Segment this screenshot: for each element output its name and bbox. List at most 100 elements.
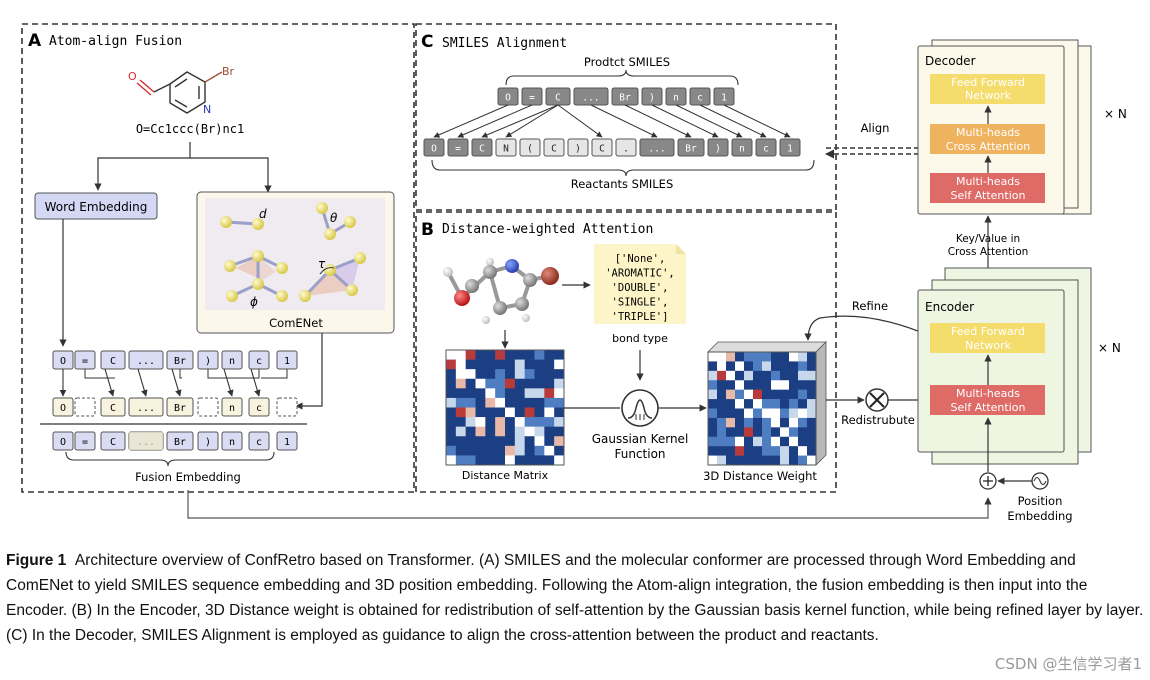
mid-row-token: Br	[174, 403, 186, 414]
heatmap-cell	[455, 445, 466, 456]
molecule-3d-model	[443, 258, 559, 324]
heatmap-cell	[495, 407, 506, 418]
bottom-row-token-box	[248, 431, 270, 451]
fusion-embedding-label: Fusion Embedding	[135, 470, 241, 484]
encoder-box	[917, 289, 1065, 453]
heatmap-cell	[514, 378, 525, 389]
distance-matrix-heatmap	[446, 350, 565, 466]
heatmap-cell	[807, 455, 817, 466]
heatmap-cell	[465, 445, 476, 456]
caption-text: Architecture overview of ConfRetro based…	[6, 552, 1144, 644]
molecule-atom-o: O	[128, 70, 137, 83]
heatmap-cell	[544, 426, 555, 437]
decoder-self-line1: Multi-heads	[956, 175, 1020, 188]
heatmap-cell	[798, 455, 808, 466]
heatmap-cell	[780, 455, 790, 466]
heatmap-cell	[505, 359, 516, 370]
heatmap-cell	[789, 446, 799, 456]
heatmap-cell	[446, 455, 457, 466]
heatmap-cell	[505, 436, 516, 447]
heatmap-cell	[807, 417, 817, 428]
heatmap-cell	[717, 352, 727, 362]
mid-row-token-box	[276, 397, 298, 417]
heatmap-cell	[762, 352, 772, 362]
heatmap-cell	[726, 389, 736, 400]
caption-label: Figure 1	[6, 552, 67, 569]
heatmap-cell	[771, 417, 781, 428]
top-row-token-box	[221, 350, 243, 370]
panel-c: C SMILES Alignment Prodtct SMILES O=C...…	[415, 23, 837, 211]
reactant-token: .	[623, 144, 629, 155]
molecule-smiles: O=Cc1ccc(Br)nc1	[136, 122, 244, 136]
heatmap-cell	[524, 455, 535, 466]
heatmap-cell	[708, 455, 718, 466]
heatmap-cell	[495, 426, 506, 437]
heatmap-cell	[807, 446, 817, 456]
heatmap-cell	[735, 361, 745, 372]
heatmap-cell	[465, 350, 476, 360]
decoder-title: Decoder	[925, 54, 976, 68]
mid-row-token: C	[110, 403, 116, 414]
comenet-tau-label: τ	[318, 257, 326, 271]
mid-row-token-box	[166, 397, 194, 417]
heatmap-cell	[798, 446, 808, 456]
heatmap-cell	[514, 369, 525, 380]
heatmap-cell	[780, 380, 790, 390]
heatmap-cell	[485, 417, 496, 427]
heatmap-cell	[544, 350, 555, 360]
heatmap-cell	[735, 370, 745, 381]
heatmap-cell	[495, 388, 506, 399]
heatmap-cell	[475, 417, 486, 427]
heatmap-cell	[798, 361, 808, 372]
heatmap-cell	[798, 399, 808, 409]
watermark: CSDN @生信学习者1	[994, 655, 1142, 673]
gaussian-label-1: Gaussian Kernel	[592, 432, 689, 446]
heatmap-cell	[708, 370, 718, 381]
heatmap-cell	[505, 378, 516, 389]
heatmap-cell	[544, 445, 555, 456]
panel-a-border	[21, 23, 415, 493]
heatmap-cell	[789, 370, 799, 381]
heatmap-cell	[455, 426, 466, 437]
heatmap-cell	[554, 378, 565, 389]
heatmap-cell	[762, 389, 772, 400]
heatmap-cell	[505, 388, 516, 399]
heatmap-cell	[534, 426, 545, 437]
reactant-token-box	[567, 138, 589, 157]
heatmap-cell	[505, 426, 516, 437]
heatmap-cell	[554, 397, 565, 408]
heatmap-cell	[780, 436, 790, 447]
heatmap-cell	[771, 361, 781, 372]
heatmap-cell	[762, 361, 772, 372]
heatmap-cell	[726, 427, 736, 438]
heatmap-cell	[465, 426, 476, 437]
heatmap-cell	[544, 436, 555, 447]
heatmap-cell	[708, 408, 718, 419]
heatmap-cell	[446, 407, 457, 418]
heatmap-cell	[744, 370, 754, 381]
product-token: n	[673, 93, 679, 104]
heatmap-cell	[717, 436, 727, 447]
reactant-token: C	[551, 144, 557, 155]
product-token: C	[555, 93, 561, 104]
reactant-token-box	[591, 138, 613, 157]
panel-b: B Distance-weighted Attention	[415, 211, 837, 493]
heatmap-cell	[717, 399, 727, 409]
figure-caption: Figure 1 Architecture overview of ConfRe…	[6, 548, 1146, 648]
bond-type-note	[594, 244, 686, 324]
heatmap-cell	[798, 408, 808, 419]
heatmap-cell	[717, 455, 727, 466]
heatmap-cell	[744, 389, 754, 400]
decoder-stack: Decoder Feed Forward Network Multi-heads…	[917, 39, 1127, 215]
product-token: 1	[721, 93, 727, 104]
heatmap-cell	[735, 446, 745, 456]
heatmap-cell	[534, 359, 545, 370]
token-row-arrows	[59, 368, 288, 397]
panel-c-title: SMILES Alignment	[442, 36, 567, 51]
heatmap-cell	[762, 446, 772, 456]
heatmap-cell	[807, 408, 817, 419]
heatmap-cell	[744, 455, 754, 466]
heatmap-cell	[780, 370, 790, 381]
heatmap-cell	[534, 388, 545, 399]
heatmap-cell	[753, 352, 763, 362]
